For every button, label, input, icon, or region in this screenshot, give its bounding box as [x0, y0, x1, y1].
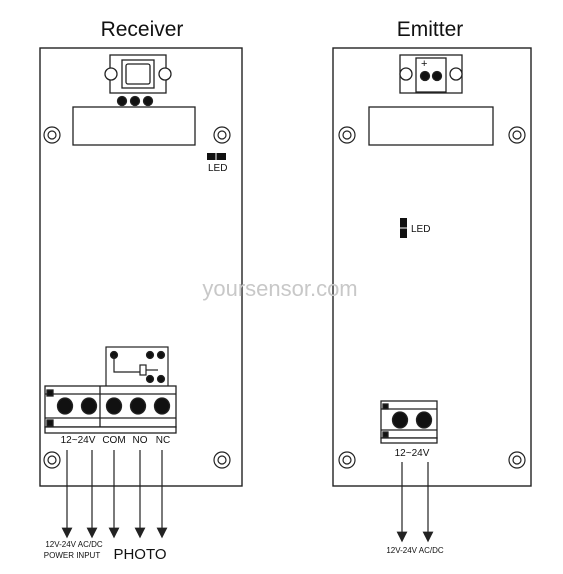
emitter-title: Emitter: [397, 18, 464, 41]
receiver-power-caption-line2: POWER INPUT: [44, 551, 101, 560]
receiver-terminal-label-com: COM: [102, 435, 125, 446]
watermark: yoursensor.com: [202, 276, 357, 301]
emitter-lens-window: [368, 106, 494, 146]
receiver-photo-caption: PHOTO: [113, 546, 166, 563]
receiver-terminal-block: [44, 385, 177, 434]
receiver-mounting-holes: [43, 126, 231, 469]
emitter-source-component: [399, 54, 463, 94]
receiver-terminal-label-nc: NC: [156, 435, 170, 446]
emitter-terminal-label: 12~24V: [395, 448, 430, 459]
receiver-relay: [105, 346, 169, 388]
emitter-mounting-holes: [338, 126, 526, 469]
receiver-led-icon: [207, 153, 226, 160]
emitter-unit: Emitter + LED: [332, 18, 532, 555]
receiver-terminal-label-no: NO: [133, 435, 148, 446]
receiver-unit: Receiver LED: [39, 18, 243, 563]
receiver-photo-sensor: [104, 54, 172, 107]
emitter-led-label: LED: [411, 224, 430, 235]
receiver-terminal-label-power: 12~24V: [61, 435, 96, 446]
receiver-lens-window: [72, 106, 196, 146]
emitter-polarity-mark: +: [421, 58, 427, 70]
emitter-led-icon: [400, 218, 407, 238]
emitter-terminal-block: [380, 400, 438, 444]
receiver-led-label: LED: [208, 163, 227, 174]
receiver-power-caption-line1: 12V-24V AC/DC: [45, 540, 103, 549]
emitter-power-caption: 12V-24V AC/DC: [386, 546, 444, 555]
receiver-title: Receiver: [101, 18, 184, 41]
